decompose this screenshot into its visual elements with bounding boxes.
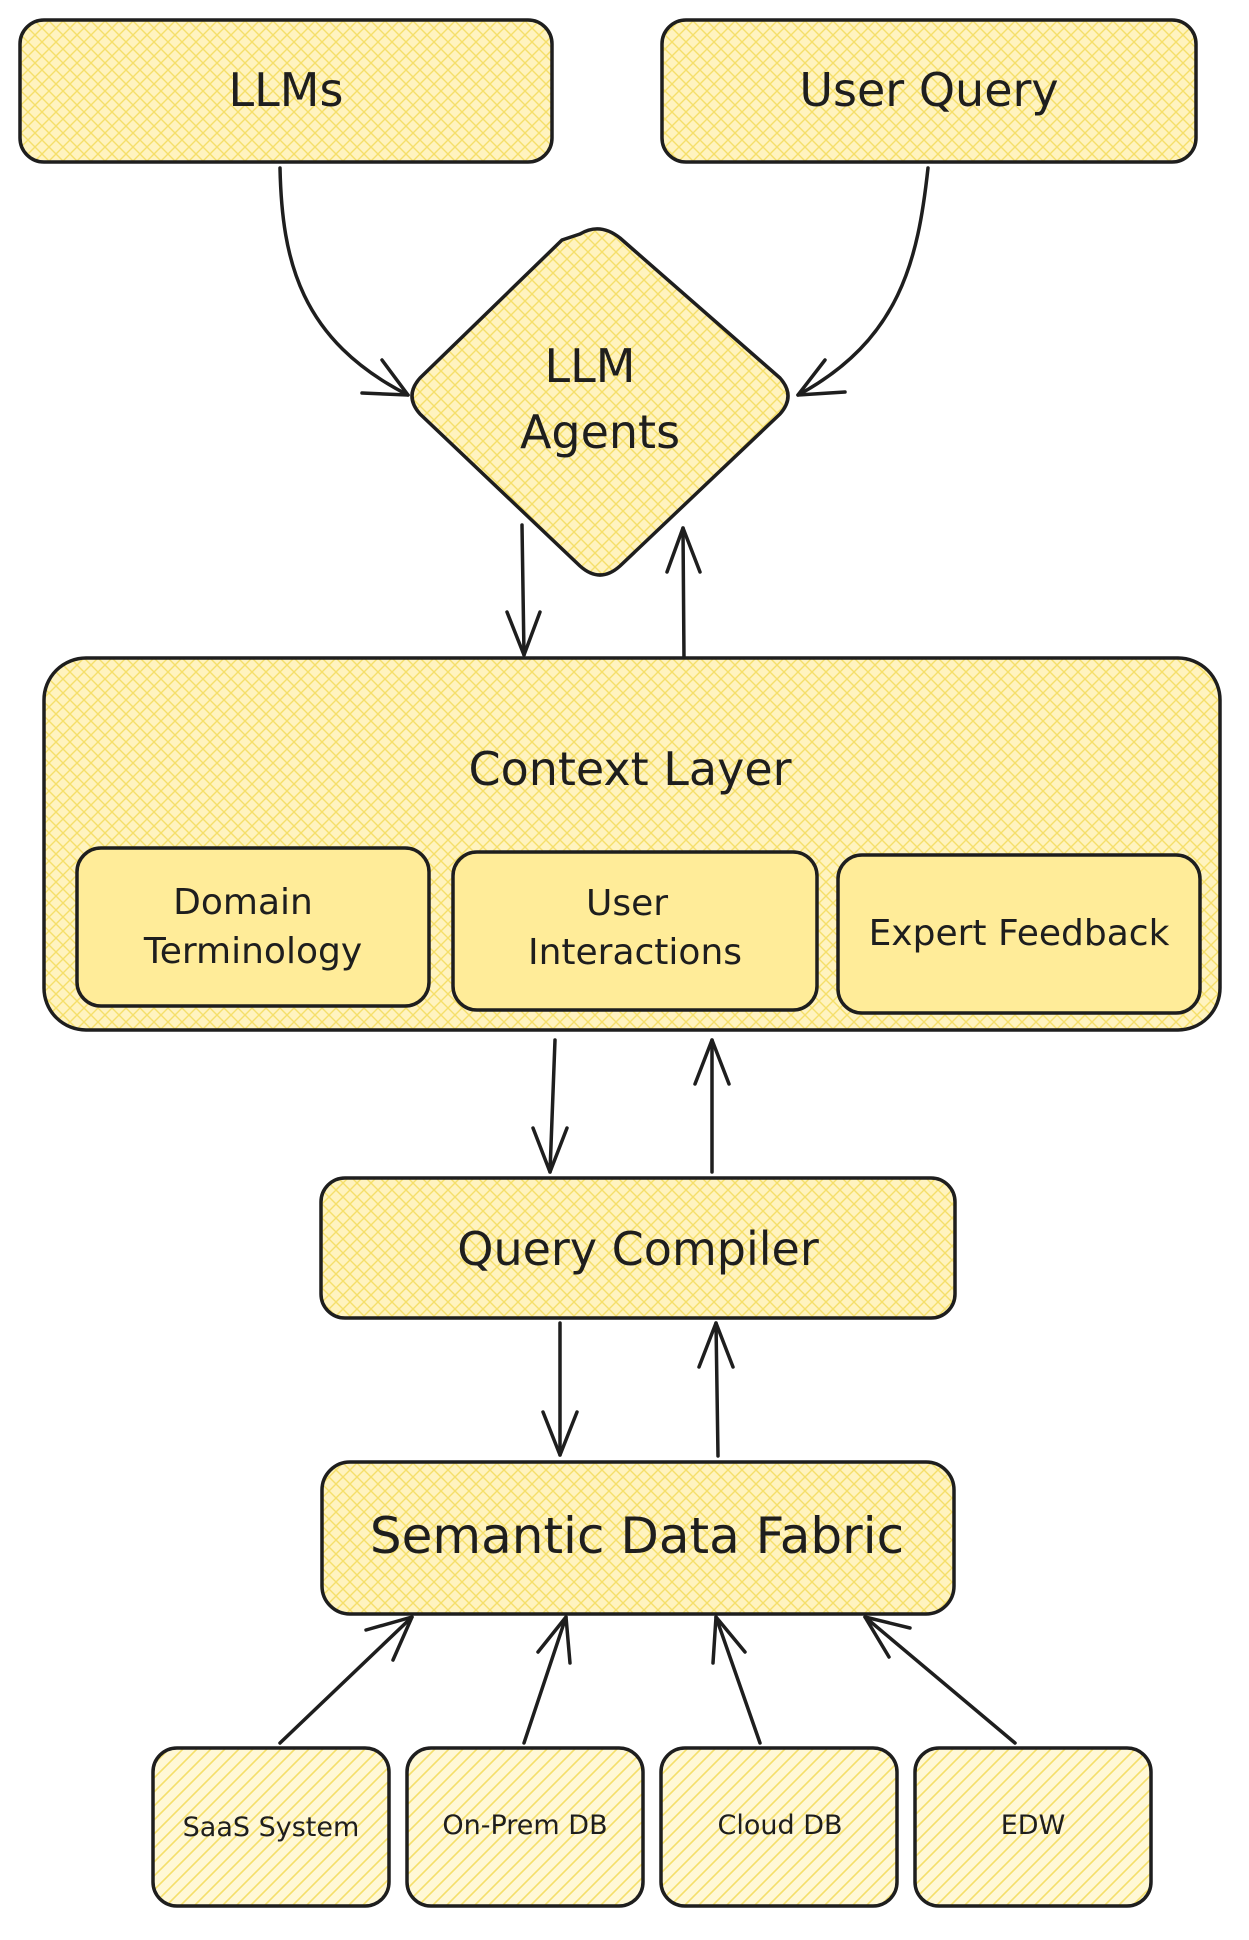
llm-agents-diamond [410,227,790,577]
edge-llms-to-agents [278,166,410,397]
context-layer-node: Context Layer Domain Terminology User In… [42,656,1222,1032]
cloud-db-node: Cloud DB [659,1746,899,1908]
query-compiler-box [319,1176,957,1320]
on-prem-db-label: On-Prem DB [442,1810,607,1841]
edge-agents-to-context [520,523,526,657]
llm-agents-node: LLM Agents [410,227,790,577]
user-interactions-node: User Interactions [451,850,819,1012]
expert-feedback-node: Expert Feedback [836,853,1202,1015]
edge-context-to-compiler [548,1038,557,1174]
edge-cloud-to-fabric-head [711,1615,747,1665]
edge-cloud-to-fabric [714,1615,762,1745]
domain-terminology-node: Domain Terminology [75,846,431,1008]
saas-system-box [151,1746,391,1908]
edge-context-to-agents-head [665,526,702,574]
domain-terminology-label-line2: Terminology [143,931,362,972]
query-compiler-label: Query Compiler [457,1222,819,1276]
edge-query-to-agents [796,166,930,397]
edge-onprem-to-fabric [522,1615,568,1745]
cloud-db-box [659,1746,899,1908]
expert-feedback-label: Expert Feedback [869,913,1170,954]
edge-fabric-to-compiler [714,1321,720,1458]
edge-compiler-to-context-head [693,1038,731,1086]
user-query-box [660,18,1198,164]
saas-system-node: SaaS System [151,1746,391,1908]
llms-node: LLMs [18,18,554,164]
edge-fabric-to-compiler-head [697,1321,735,1369]
llm-agents-label-line2: Agents [520,405,680,459]
edge-edw-to-fabric [863,1615,1017,1745]
edge-edw-to-fabric-head [863,1615,912,1659]
domain-terminology-box [75,846,431,1008]
context-layer-label: Context Layer [468,742,791,796]
edge-saas-to-fabric [278,1615,414,1745]
domain-terminology-label-line1: Domain [173,882,313,923]
user-interactions-label-line2: Interactions [528,932,742,973]
edw-node: EDW [913,1746,1153,1908]
query-compiler-node: Query Compiler [319,1176,957,1320]
llms-box [18,18,554,164]
llms-label: LLMs [229,63,344,117]
user-query-label: User Query [799,63,1058,117]
edge-query-to-agents-head [796,358,847,397]
user-interactions-label-line1: User [586,883,668,924]
edge-llms-to-agents-head [360,358,410,397]
edge-context-to-agents [681,526,686,662]
edw-label: EDW [1001,1810,1066,1841]
semantic-data-fabric-label: Semantic Data Fabric [370,1507,904,1565]
cloud-db-label: Cloud DB [717,1810,842,1841]
edges [278,166,1017,1745]
edge-agents-to-context-head [505,610,542,657]
edge-saas-to-fabric-head [364,1615,414,1662]
user-query-node: User Query [660,18,1198,164]
semantic-data-fabric-node: Semantic Data Fabric [320,1460,956,1616]
edw-box [913,1746,1153,1908]
edge-compiler-to-fabric-head [541,1410,579,1457]
semantic-data-fabric-box [320,1460,956,1616]
edge-context-to-compiler-head [531,1126,569,1174]
edge-onprem-to-fabric-head [536,1615,572,1665]
saas-system-label: SaaS System [183,1812,360,1843]
llm-agents-label-line1: LLM [545,339,636,393]
user-interactions-box [451,850,819,1012]
on-prem-db-node: On-Prem DB [405,1746,645,1908]
on-prem-db-box [405,1746,645,1908]
expert-feedback-box [836,853,1202,1015]
